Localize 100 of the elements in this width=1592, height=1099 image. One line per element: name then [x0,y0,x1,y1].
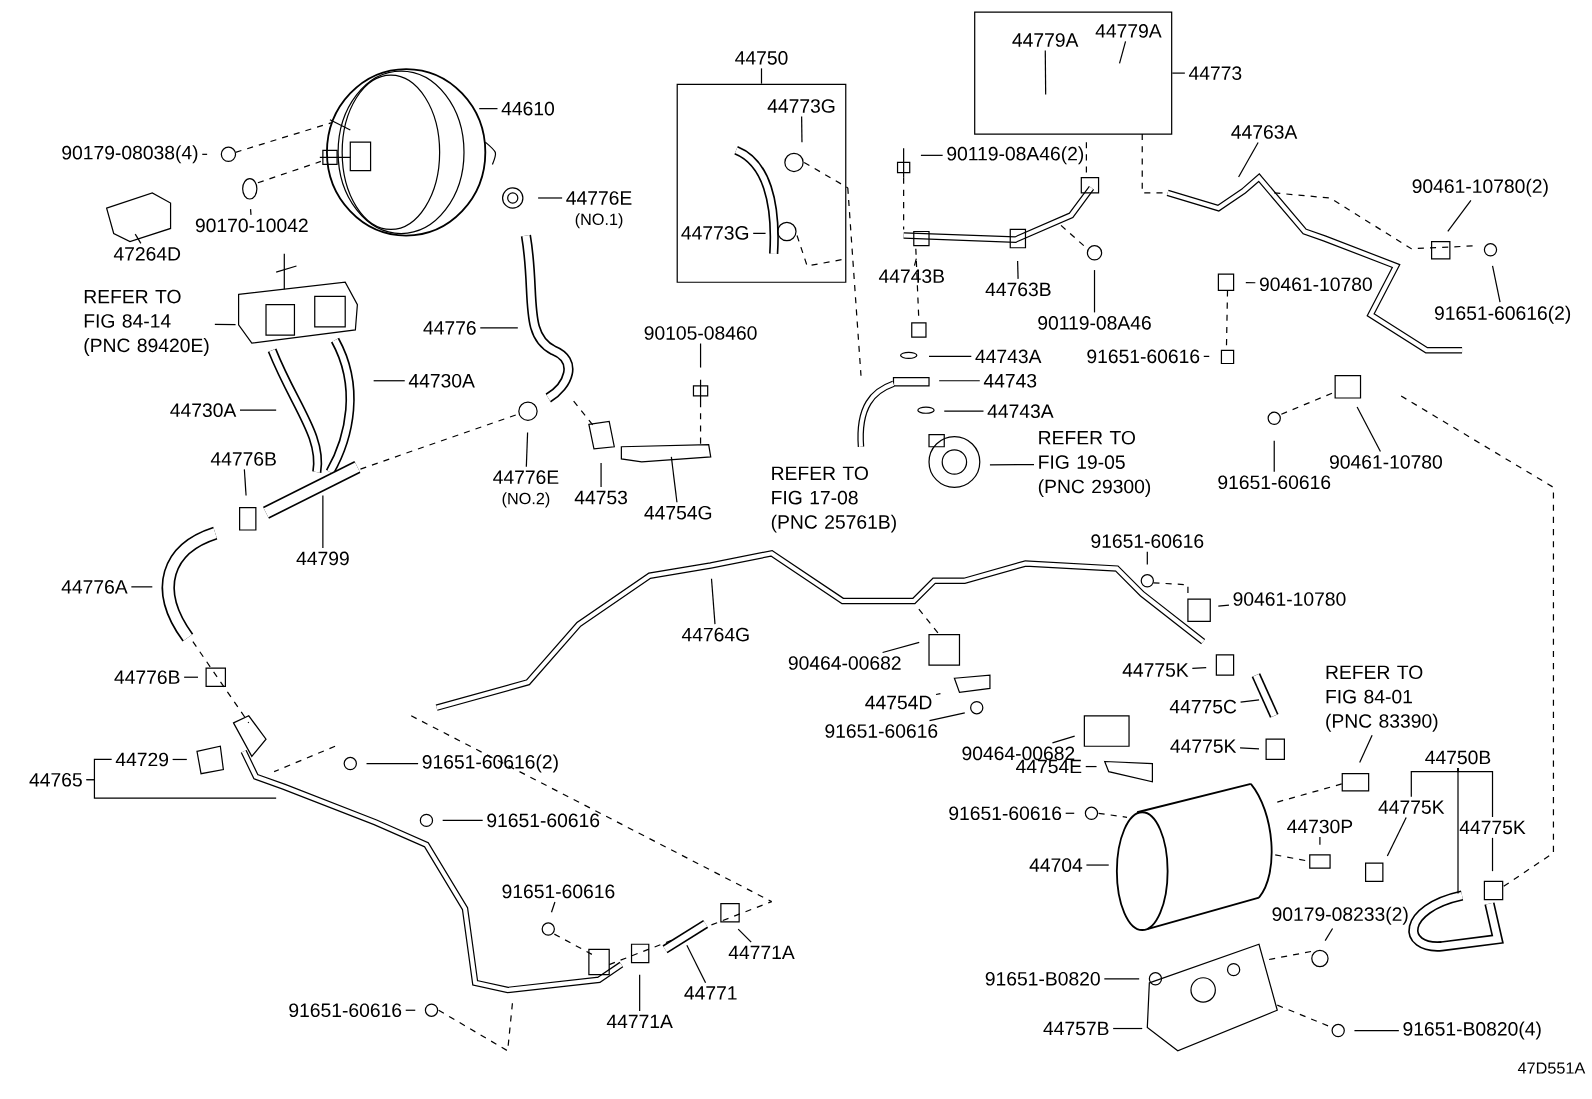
part-number: 90464-00682 [788,656,901,671]
leader-line [710,578,716,625]
part-number: 90179-08233(2) [1272,907,1408,925]
leader-line [913,258,917,267]
leader-line [322,495,324,549]
leader-line [1051,735,1076,744]
leader-line [1245,282,1256,284]
leader-line [183,676,199,679]
leader-line [1239,747,1260,750]
leader-line [1356,406,1382,453]
leader-line [1203,356,1210,358]
leader-line [1491,837,1494,872]
part-number: 44779A [1012,33,1079,48]
part-number: 44730A [170,403,237,418]
part-number: 44773G [767,99,835,114]
part-number: 44776E [493,470,559,485]
part-number: 44765 [29,773,82,787]
leader-line [373,380,406,382]
leader-line [1103,978,1140,980]
leader-line [130,586,153,588]
bracket-line [85,779,277,799]
part-number: 91651-60616 [289,1003,402,1018]
leader-line [1118,40,1127,65]
part-number: 44773G [681,226,749,240]
leader-line [479,327,519,329]
leader-line [201,153,208,156]
part-number: 44776E [566,191,632,206]
leader-line [670,456,678,504]
leader-line [249,208,252,216]
leader-line [243,469,247,497]
part-number: 91651-B0820 [985,972,1100,986]
leader-line [935,693,941,696]
reference-note: REFER TO FIG 84-01 (PNC 83390) [1326,665,1438,732]
parts-group-frame [676,83,847,284]
part-number: 91651-60616 [1087,349,1200,364]
part-number: 44757B [1043,1022,1109,1036]
part-number: 91651-60616 [949,806,1062,821]
leader-line [752,232,767,235]
parts-group-frame [974,11,1173,135]
note: (NO.2) [502,492,550,508]
part-number: 44771A [606,1015,673,1029]
leader-line [1044,50,1047,96]
part-number: 44763A [1231,125,1298,140]
part-number: 44776B [114,670,180,685]
part-number: 44775K [1459,820,1526,835]
part-number: 44743B [878,269,944,284]
part-number: 90461-10780 [1259,277,1372,292]
part-number: 91651-60616 [487,813,600,828]
part-number: 44775K [1122,663,1189,678]
leader-line [1085,864,1110,866]
part-number: 44750 [735,51,788,65]
leader-line [172,759,188,761]
part-number: 91651-60616(2) [1434,306,1571,324]
leader-line [1447,200,1472,233]
leader-line [1112,1028,1143,1030]
part-number: 44779A [1095,24,1162,38]
leader-line [1238,142,1259,178]
part-number: 44775K [1378,800,1445,815]
leader-line [928,356,972,358]
leader-line [525,432,529,468]
leader-line [1359,734,1373,764]
part-number: 44743A [975,349,1042,364]
leader-line [1065,812,1075,815]
part-number: 90461-10780 [1233,592,1346,607]
leader-line [920,154,944,157]
reference-note: REFER TO FIG 17-08 (PNC 25761B) [771,466,896,533]
leader-line [989,464,1035,466]
leader-line [1386,817,1407,857]
part-number: 44730P [1287,819,1353,834]
part-number: 44753 [574,490,627,505]
part-number: 44775C [1169,700,1237,714]
part-number: 44610 [501,102,554,116]
leader-line [1319,836,1321,846]
leader-line [881,641,920,654]
part-number: 90461-10780 [1329,455,1442,469]
leader-line [1085,766,1098,768]
part-number: 47264D [113,247,181,261]
leader-line [1491,265,1501,303]
part-number: 44730A [408,374,475,388]
part-number: 44776A [61,580,128,594]
reference-note: REFER TO FIG 84-14 (PNC 89420E) [84,290,209,357]
part-number: 44743 [983,374,1037,388]
part-number: 91651-60616 [1091,534,1204,549]
leader-line [1273,440,1275,473]
leader-line [442,820,484,822]
part-number: 90464-00682 [962,746,1075,761]
leader-line [405,1009,416,1012]
part-number: 44754E [1016,760,1082,774]
leader-line [1353,1030,1400,1032]
leader-line [537,197,563,199]
part-number: 44771A [728,945,795,960]
leader-line [478,108,499,110]
leader-line [938,380,981,382]
part-number: 91651-B0820(4) [1403,1021,1541,1040]
part-number: 44776 [423,321,476,335]
part-number: 44729 [115,752,169,767]
part-number: 91651-60616(2) [422,754,558,773]
leader-line [699,343,702,369]
part-number: 44773 [1188,66,1242,81]
leader-line [1017,260,1019,280]
